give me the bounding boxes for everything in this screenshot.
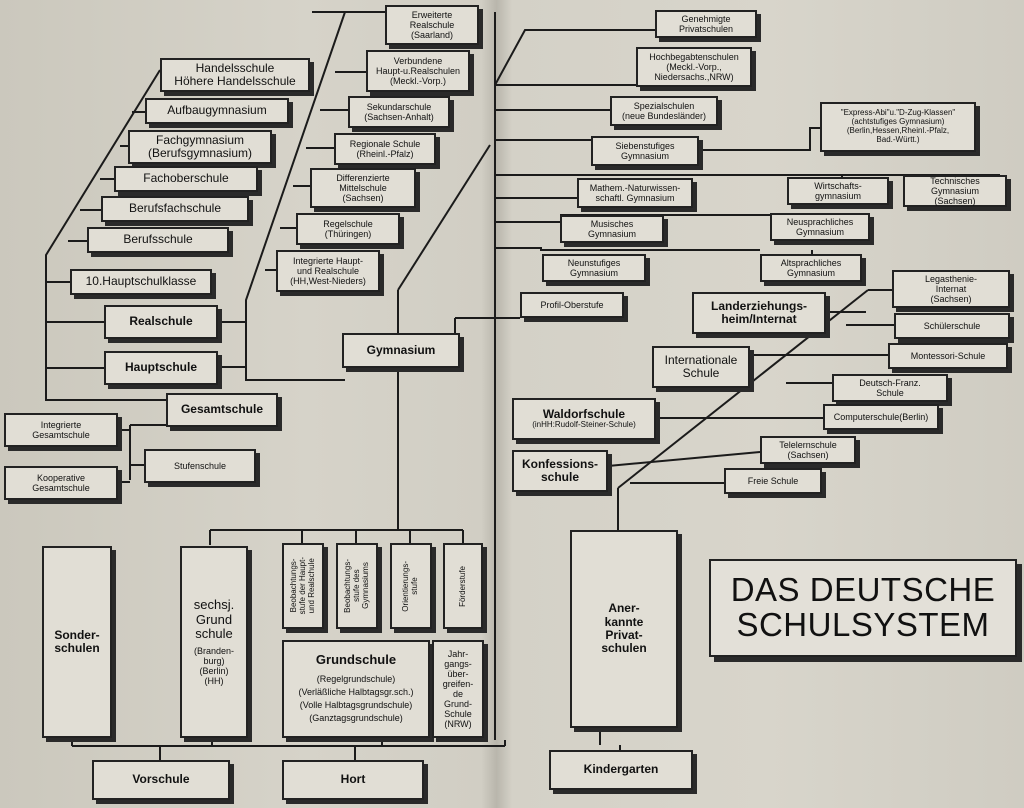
wirtschaftsgymnasium-box: Wirtschafts- gymnasium [787,177,889,205]
neusprachliches-gymnasium-box: Neusprachliches Gymnasium [770,213,870,241]
title-line-2: SCHULSYSTEM [736,606,990,643]
erweiterte-realschule-box: Erweiterte Realschule (Saarland) [385,5,479,45]
berufsschule-box: Berufsschule [87,227,229,253]
differenzierte-mittelschule-box: Differenzierte Mittelschule (Sachsen) [310,168,416,208]
handelsschule-box: Handelsschule Höhere Handelsschule [160,58,310,92]
waldorfschule-title: Waldorfschule [542,406,626,421]
express-abi-box: "Express-Abi"u."D-Zug-Klassen" (achtstuf… [820,102,976,152]
sechsj-grundschule-title: sechsj. Grund schule [193,597,235,642]
title-line-1: DAS DEUTSCHE [730,571,996,609]
grundschule-line: (Ganztagsgrundschule) [309,713,403,724]
regelschule-box: Regelschule (Thüringen) [296,213,400,245]
neunstufiges-gymnasium-box: Neunstufiges Gymnasium [542,254,646,282]
internationale-schule-box: Internationale Schule [652,346,750,388]
stufenschule-box: Stufenschule [144,449,256,483]
waldorfschule-note: (inHH:Rudolf-Steiner-Schule) [532,420,636,430]
hauptschule-box: Hauptschule [104,351,218,385]
beobachtungsstufe-haupt-label: Beobachtungs- stufe der Haupt- und Reals… [288,557,316,615]
grundschule-line: (Verläßliche Halbtagsgr.sch.) [298,687,414,698]
beobachtungsstufe-gymnasium-box: Beobachtungs- stufe des Gymnasiums [336,543,378,629]
foerderstufe-box: Förderstufe [443,543,483,629]
genehmigte-privatschulen-box: Genehmigte Privatschulen [655,10,757,38]
hauptschulklasse-box: 10.Hauptschulklasse [70,269,212,295]
altsprachliches-gymnasium-box: Altsprachliches Gymnasium [760,254,862,282]
beobachtungsstufe-gymnasium-label: Beobachtungs- stufe des Gymnasiums [342,559,370,613]
kindergarten-box: Kindergarten [549,750,693,790]
orientierungsstufe-label: Orientierungs- stufe [401,560,419,612]
musisches-gymnasium-box: Musisches Gymnasium [560,215,664,243]
telelernschule-box: Telelernschule (Sachsen) [760,436,856,464]
grundschule-title: Grundschule [315,651,397,667]
diagram-title: DAS DEUTSCHE SCHULSYSTEM [709,559,1017,657]
legasthenie-internat-box: Legasthenie- Internat (Sachsen) [892,270,1010,308]
integrierte-haupt-realschule-box: Integrierte Haupt- und Realschule (HH,We… [276,250,380,292]
hochbegabtenschulen-box: Hochbegabtenschulen (Meckl.-Vorp., Niede… [636,47,752,87]
sonderschulen-box: Sonder- schulen [42,546,112,738]
regionale-schule-box: Regionale Schule (Rheinl.-Pfalz) [334,133,436,165]
foerderstufe-label: Förderstufe [457,565,467,607]
kooperative-gesamtschule-box: Kooperative Gesamtschule [4,466,118,500]
orientierungsstufe-box: Orientierungs- stufe [390,543,432,629]
grundschule-line: (Regelgrundschule) [316,674,396,685]
schuelerschule-box: Schülerschule [894,313,1010,339]
beobachtungsstufe-haupt-box: Beobachtungs- stufe der Haupt- und Reals… [282,543,324,629]
berufsfachschule-box: Berufsfachschule [101,196,249,222]
waldorfschule-box: Waldorfschule (inHH:Rudolf-Steiner-Schul… [512,398,656,440]
sechsj-grundschule-box: sechsj. Grund schule (Branden- burg) (Be… [180,546,248,738]
technisches-gymnasium-box: Technisches Gymnasium (Sachsen) [903,175,1007,207]
profil-oberstufe-box: Profil-Oberstufe [520,292,624,318]
mathem-naturwiss-gymnasium-box: Mathem.-Naturwissen- schaftl. Gymnasium [577,178,693,208]
fachoberschule-box: Fachoberschule [114,166,258,192]
anerkannte-privatschulen-box: Aner- kannte Privat- schulen [570,530,678,728]
aufbaugymnasium-box: Aufbaugymnasium [145,98,289,124]
verbundene-schulen-box: Verbundene Haupt-u.Realschulen (Meckl.-V… [366,50,470,92]
spezialschulen-box: Spezialschulen (neue Bundesländer) [610,96,718,126]
fachgymnasium-box: Fachgymnasium (Berufsgymnasium) [128,130,272,164]
siebenstufiges-gymnasium-box: Siebenstufiges Gymnasium [591,136,699,166]
landerziehungsheim-box: Landerziehungs- heim/Internat [692,292,826,334]
montessori-schule-box: Montessori-Schule [888,343,1008,369]
gesamtschule-box: Gesamtschule [166,393,278,427]
konfessionsschule-box: Konfessions- schule [512,450,608,492]
hort-box: Hort [282,760,424,800]
freie-schule-box: Freie Schule [724,468,822,494]
sechsj-grundschule-note: (Branden- burg) (Berlin) (HH) [193,645,235,686]
integrierte-gesamtschule-box: Integrierte Gesamtschule [4,413,118,447]
sekundarschule-box: Sekundarschule (Sachsen-Anhalt) [348,96,450,128]
computerschule-box: Computerschule(Berlin) [823,404,939,430]
grundschule-line: (Volle Halbtagsgrundschule) [299,700,413,711]
vorschule-box: Vorschule [92,760,230,800]
deutsch-franz-schule-box: Deutsch-Franz. Schule [832,374,948,402]
grundschule-box: Grundschule (Regelgrundschule) (Verläßli… [282,640,430,738]
gymnasium-box: Gymnasium [342,333,460,368]
jahrgangsuebergreifende-grundschule-box: Jahr- gangs- über- greifen- de Grund- Sc… [432,640,484,738]
realschule-box: Realschule [104,305,218,339]
